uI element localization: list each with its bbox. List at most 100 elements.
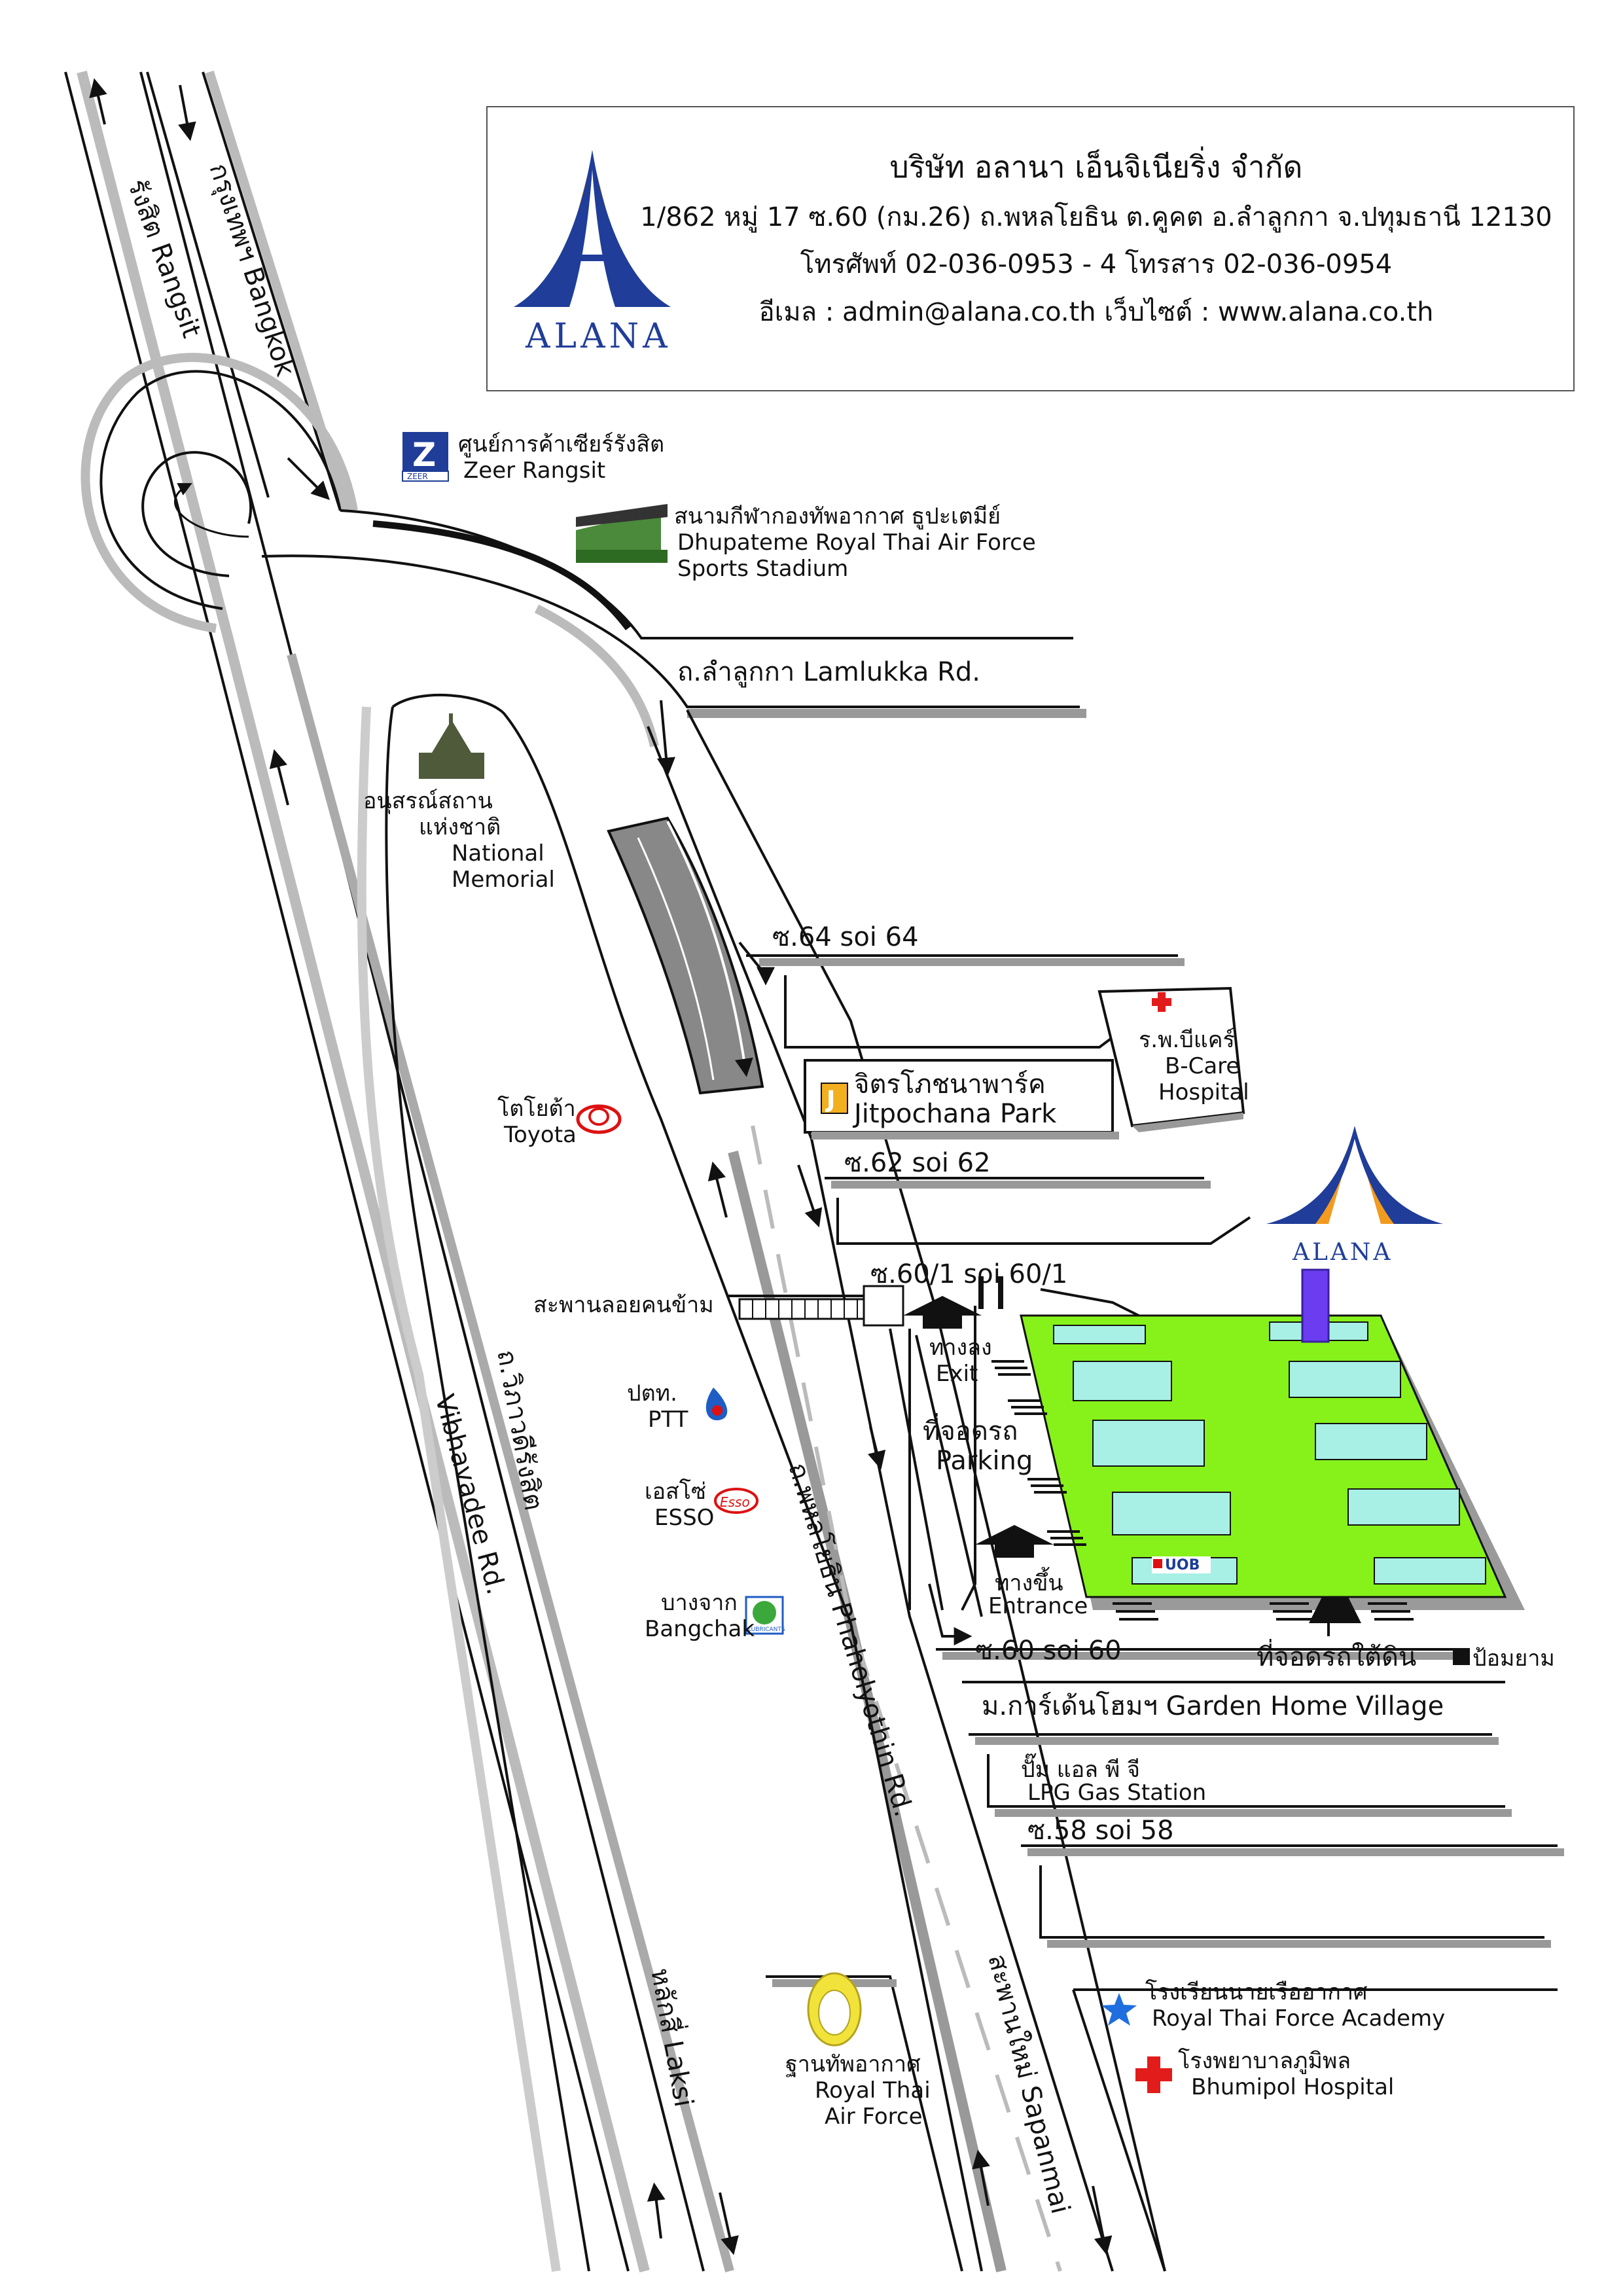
bangchak-label-en: Bangchak <box>645 1616 755 1642</box>
alana-logo: ALANA <box>514 150 671 356</box>
entrance-arrow-icon <box>975 1525 1054 1558</box>
jitpochana-label-th: จิตรโภชนาพาร์ค <box>854 1069 1046 1100</box>
bhumipol-label-th: โรงพยาบาลภูมิพล <box>1178 2048 1351 2074</box>
alana-building[interactable] <box>991 1268 1525 1636</box>
footbridge <box>738 1285 904 1327</box>
lpg-station-road <box>987 1754 1512 1817</box>
guard-label: ป้อมยาม <box>1472 1645 1555 1672</box>
svg-text:ZEER: ZEER <box>407 472 428 481</box>
stadium-icon <box>576 504 668 563</box>
airforce-label-th: ฐานทัพอากาศ <box>785 2051 921 2077</box>
esso-label-en: ESSO <box>654 1505 714 1531</box>
stadium-label-th: สนามกีฬากองทัพอากาศ ธูปะเตมีย์ <box>674 503 1001 529</box>
entrance-label-th: ทางขึ้น <box>995 1567 1063 1596</box>
bcare-label-en2: Hospital <box>1158 1079 1249 1105</box>
bangchak-logo-icon: LUBRICANTS <box>745 1596 785 1635</box>
bcare-label-th: ร.พ.บีแคร์ <box>1139 1027 1235 1053</box>
company-info-box: ALANA บริษัท อลานา เอ็นจิเนียริ่ง จำกัด … <box>486 106 1575 391</box>
road-label-lamlukka: ถ.ลำลูกกา Lamlukka Rd. <box>677 657 980 687</box>
garden-home-road <box>962 1681 1505 1745</box>
memorial-icon <box>419 713 484 779</box>
exit-label-th: ทางลง <box>929 1335 992 1361</box>
bhumipol-label-en: Bhumipol Hospital <box>1191 2074 1394 2100</box>
svg-text:J: J <box>825 1086 835 1113</box>
toyota-label-en: Toyota <box>503 1122 577 1148</box>
red-cross-icon <box>1135 2056 1172 2093</box>
svg-text:ALANA: ALANA <box>525 317 671 356</box>
airforce-label-en2: Air Force <box>825 2104 922 2130</box>
svg-text:Esso: Esso <box>720 1494 750 1510</box>
svg-text:UOB: UOB <box>1165 1557 1200 1573</box>
airforce-emblem-icon <box>807 1972 862 2047</box>
lpg-label-en: LPG Gas Station <box>1027 1780 1206 1806</box>
road-label-soi58: ซ.58 soi 58 <box>1027 1816 1174 1846</box>
soi-58 <box>1021 1844 1564 1948</box>
svg-text:Z: Z <box>412 436 436 474</box>
garden-home-label: ม.การ์เด้นโฮมฯ Garden Home Village <box>982 1691 1444 1721</box>
access-road <box>889 1306 983 1617</box>
bcare-label-en1: B-Care <box>1165 1053 1240 1079</box>
memorial-label-th2: แห่งชาติ <box>419 814 501 840</box>
bollard-left <box>978 1276 984 1309</box>
underground-parking-label: ที่จอดรถใต้ดิน <box>1257 1639 1416 1672</box>
academy-label-en: Royal Thai Force Academy <box>1152 2005 1445 2032</box>
bangchak-label-th: บางจาก <box>661 1590 738 1616</box>
parking-label-th: ที่จอดรถ <box>923 1413 1018 1446</box>
alana-logo-small: ALANA <box>1266 1126 1443 1266</box>
soi-62 <box>825 1177 1251 1245</box>
uob-logo-icon: UOB <box>1153 1557 1200 1573</box>
esso-label-th: เอสโซ่ <box>645 1479 706 1505</box>
laksi-label: หลักสี่ Laksi <box>645 1965 702 2109</box>
lamlukka-road <box>261 509 1086 747</box>
exit-label-en: Exit <box>936 1361 978 1387</box>
purple-tower <box>1301 1268 1330 1343</box>
zeer-label-th: ศูนย์การค้าเซียร์รังสิต <box>458 431 664 457</box>
stadium-label-en1: Dhupateme Royal Thai Air Force <box>677 529 1036 556</box>
flyover-ramp[interactable] <box>607 816 764 1095</box>
jitpochana-label-en: Jitpochana Park <box>852 1099 1057 1129</box>
esso-logo-icon: Esso <box>714 1488 758 1514</box>
direction-arrows <box>89 78 1113 2255</box>
toyota-logo-icon <box>576 1104 622 1134</box>
road-label-soi60-1: ซ.60/1 soi 60/1 <box>870 1259 1067 1289</box>
ptt-label-th: ปตท. <box>627 1380 677 1407</box>
zeer-label-en: Zeer Rangsit <box>463 457 605 484</box>
airforce-label-en1: Royal Thai <box>815 2077 931 2104</box>
parking-label-en: Parking <box>936 1446 1033 1476</box>
lpg-label-th: ปั๊ม แอล พี จี <box>1021 1753 1140 1783</box>
exit-arrow-icon <box>903 1296 982 1329</box>
stadium-label-en2: Sports Stadium <box>677 556 848 582</box>
bcare-hospital-box <box>1097 986 1245 1132</box>
jitpochana-logo-icon <box>821 1083 848 1114</box>
footbridge-label: สะพานลอยคนข้าม <box>533 1292 714 1318</box>
memorial-label-en2: Memorial <box>452 867 555 893</box>
company-name: บริษัท อลานา เอ็นจิเนียริ่ง จำกัด <box>889 149 1303 185</box>
jitpochana-park-box: J <box>804 1059 1119 1139</box>
sapanmai-label: สะพานใหม่ Sapanmai <box>982 1951 1076 2217</box>
phaholyothin-label: ถ.พหลโยธิน Phaholyothin Rd. <box>782 1459 919 1820</box>
guard-box-icon <box>1453 1648 1470 1665</box>
company-phone-fax: โทรศัพท์ 02-036-0953 - 4 โทรสาร 02-036-0… <box>800 249 1393 279</box>
zeer-logo-icon: Z ZEER <box>402 432 449 482</box>
memorial-label-th1: อนุสรณ์สถาน <box>363 788 493 814</box>
svg-text:ALANA: ALANA <box>1292 1239 1393 1266</box>
road-label-soi62: ซ.62 soi 62 <box>844 1148 991 1178</box>
road-label-soi60: ซ.60 soi 60 <box>975 1636 1122 1666</box>
company-address: 1/862 หมู่ 17 ซ.60 (กม.26) ถ.พหลโยธิน ต.… <box>640 202 1552 232</box>
toyota-label-th: โตโยต้า <box>497 1096 576 1122</box>
road-label-soi64: ซ.64 soi 64 <box>772 922 919 952</box>
interchange-loop <box>80 353 358 633</box>
memorial-label-en1: National <box>452 840 544 867</box>
svg-text:LUBRICANTS: LUBRICANTS <box>748 1626 785 1633</box>
ptt-label-en: PTT <box>648 1407 688 1433</box>
memorial-island <box>357 693 983 2272</box>
bollard-right <box>998 1276 1003 1309</box>
soi-60 <box>936 1648 1470 1665</box>
entrance-label-en: Entrance <box>988 1593 1088 1619</box>
academy-label-th: โรงเรียนนายเรืออากาศ <box>1145 1979 1368 2005</box>
vibhavadee-road <box>64 70 734 2272</box>
star-icon <box>1101 1993 1137 2026</box>
company-contact[interactable]: อีเมล : admin@alana.co.th เว็บไซต์ : www… <box>758 297 1434 327</box>
ptt-logo-icon <box>705 1388 728 1420</box>
